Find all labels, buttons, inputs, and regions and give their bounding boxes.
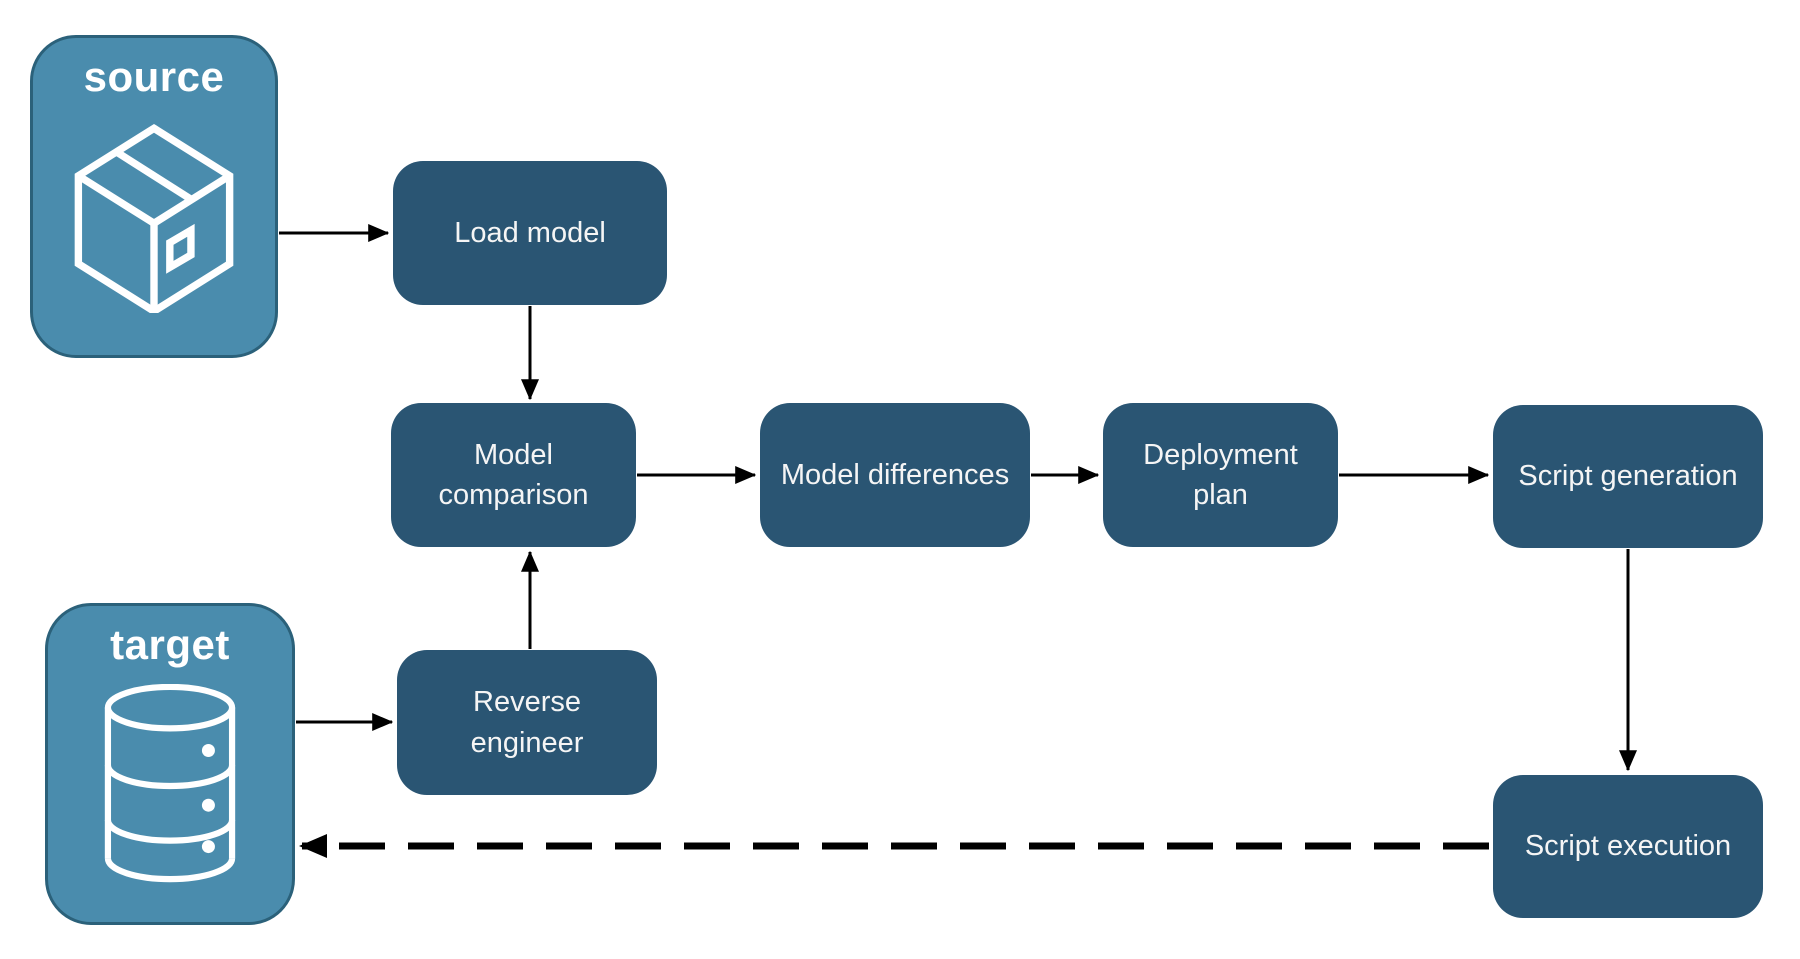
endpoint-target: target bbox=[45, 603, 295, 925]
endpoint-source-label: source bbox=[83, 53, 225, 100]
node-reverse-engineer: Reverse engineer bbox=[397, 650, 657, 795]
node-deployment-plan-label: Deployment plan bbox=[1143, 438, 1298, 511]
node-script-execution-label: Script execution bbox=[1524, 830, 1732, 863]
node-script-execution: Script execution bbox=[1493, 775, 1763, 918]
node-load-model: Load model bbox=[393, 161, 667, 305]
endpoint-target-label: target bbox=[110, 621, 230, 668]
node-model-differences-label: Model differences bbox=[780, 458, 1010, 491]
node-model-differences: Model differences bbox=[760, 403, 1030, 547]
node-deployment-plan: Deployment plan bbox=[1103, 403, 1338, 547]
node-load-model-label: Load model bbox=[454, 216, 606, 249]
node-reverse-engineer-label: Reverse engineer bbox=[470, 686, 584, 759]
node-model-comparison-label: Model comparison bbox=[438, 438, 589, 511]
node-model-comparison: Model comparison bbox=[391, 403, 636, 547]
package-icon bbox=[74, 124, 234, 314]
node-script-generation-label: Script generation bbox=[1518, 460, 1738, 493]
node-script-generation: Script generation bbox=[1493, 405, 1763, 548]
endpoint-source: source bbox=[30, 35, 278, 358]
database-icon bbox=[104, 684, 236, 883]
